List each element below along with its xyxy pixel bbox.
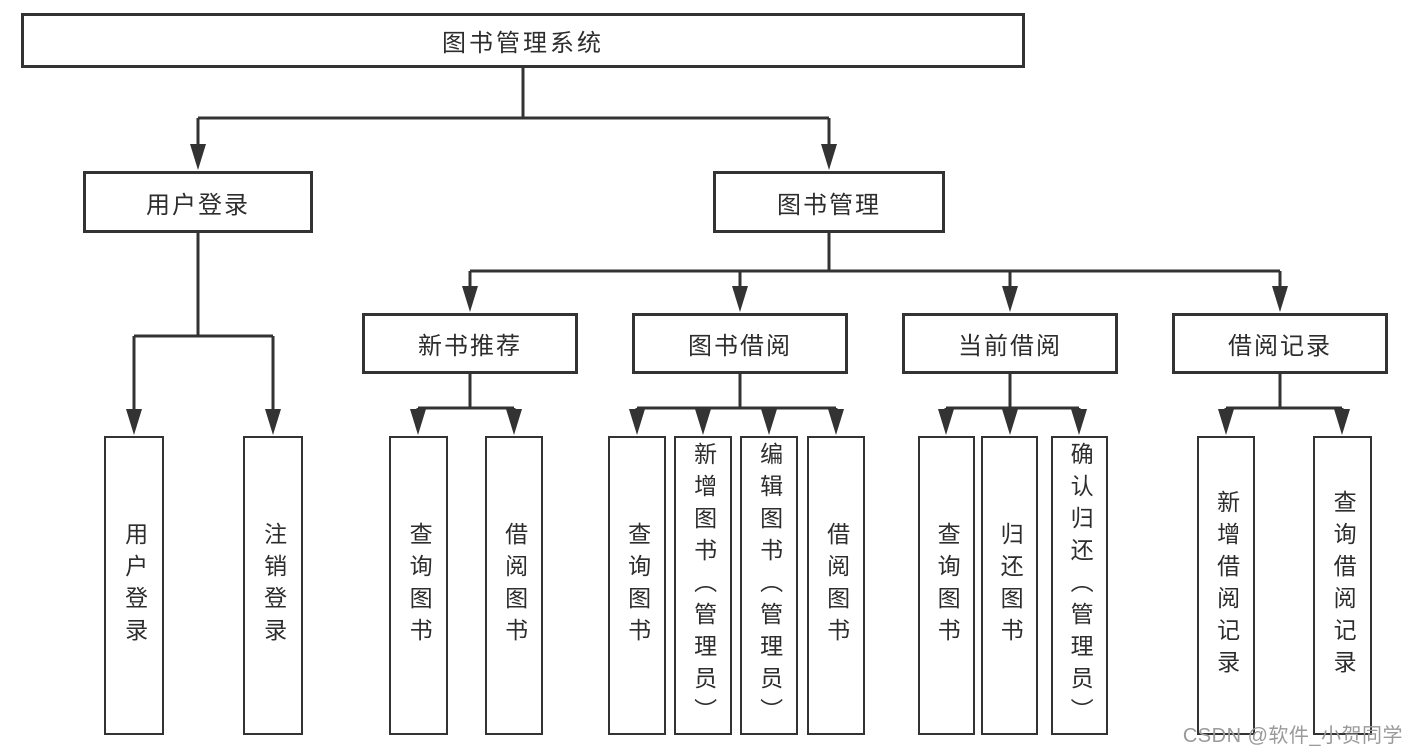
leaf-query-borrow-record: 查询借阅记录 <box>1313 436 1372 735</box>
leaf-label: 用户登录 <box>121 521 148 650</box>
node-borrow-records: 借阅记录 <box>1172 313 1388 374</box>
leaf-label: 查询借阅记录 <box>1330 489 1357 682</box>
node-current-borrow: 当前借阅 <box>902 313 1118 374</box>
node-new-book-recommend: 新书推荐 <box>362 313 578 374</box>
node-book-borrow: 图书借阅 <box>632 313 848 374</box>
leaf-label: 确认归还（管理员） <box>1067 441 1094 730</box>
leaf-edit-book-admin: 编辑图书（管理员） <box>740 436 798 735</box>
leaf-query-books-borrow: 查询图书 <box>608 436 666 735</box>
arrowheads <box>126 144 1350 435</box>
leaf-label: 借阅图书 <box>823 521 850 650</box>
leaf-add-borrow-record: 新增借阅记录 <box>1197 436 1255 735</box>
leaf-label: 借阅图书 <box>501 521 528 650</box>
node-label: 图书管理系统 <box>442 30 604 57</box>
leaf-borrow-books-recommend: 借阅图书 <box>485 436 543 735</box>
node-book-management: 图书管理 <box>713 171 945 233</box>
leaf-label: 注销登录 <box>260 521 287 650</box>
leaf-label: 查询图书 <box>934 521 961 650</box>
node-label: 图书管理 <box>777 191 881 219</box>
leaf-borrow-books: 借阅图书 <box>807 436 865 735</box>
leaf-label: 编辑图书（管理员） <box>756 441 783 730</box>
leaf-label: 新增借阅记录 <box>1213 489 1240 682</box>
leaf-label: 查询图书 <box>406 521 433 650</box>
leaf-label: 查询图书 <box>624 521 651 650</box>
node-label: 用户登录 <box>146 191 250 219</box>
leaf-add-book-admin: 新增图书（管理员） <box>674 436 732 735</box>
leaf-label: 新增图书（管理员） <box>690 441 717 730</box>
leaf-label: 归还图书 <box>997 521 1024 650</box>
node-label: 当前借阅 <box>958 333 1062 360</box>
node-label: 图书借阅 <box>688 333 792 360</box>
csdn-watermark: CSDN @软件_小贺同学 <box>1182 725 1403 747</box>
leaf-logout: 注销登录 <box>243 436 303 735</box>
leaf-confirm-return-admin: 确认归还（管理员） <box>1051 436 1108 735</box>
node-label: 借阅记录 <box>1228 333 1332 360</box>
leaf-return-book: 归还图书 <box>981 436 1038 735</box>
leaf-query-books-current: 查询图书 <box>918 436 975 735</box>
node-label: 新书推荐 <box>418 333 522 360</box>
leaf-query-books-recommend: 查询图书 <box>389 436 448 735</box>
node-library-management-system: 图书管理系统 <box>21 13 1025 68</box>
node-user-login: 用户登录 <box>83 171 313 233</box>
leaf-user-login: 用户登录 <box>104 436 164 735</box>
